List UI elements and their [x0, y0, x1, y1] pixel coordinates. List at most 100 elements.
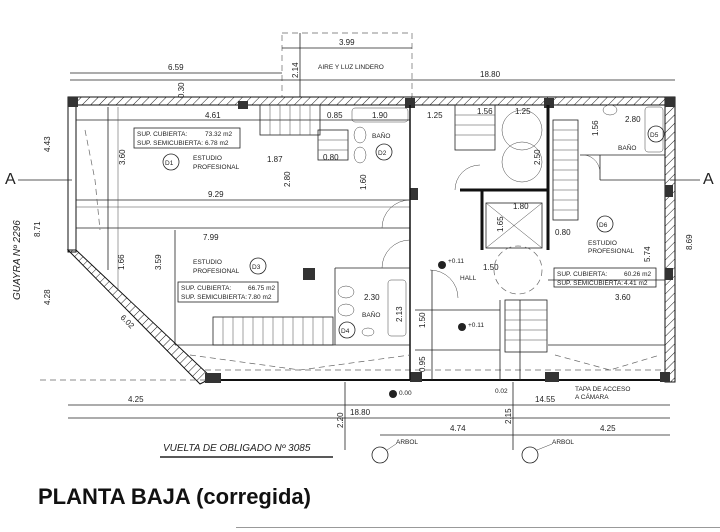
unit-id: D4 — [341, 328, 350, 335]
dim-label: 1.60 — [359, 174, 368, 190]
dim-label: 1.65 — [496, 216, 505, 232]
dim-label: 14.55 — [535, 395, 556, 404]
tree-label: ARBOL — [552, 439, 574, 446]
unit-d5: D5 BAÑO — [618, 125, 665, 152]
hall: HALL +0.11 +0.11 0.00 0.02 TAPA DE ACCES… — [389, 258, 630, 401]
area-semicovered-value: 6.78 m2 — [205, 140, 229, 147]
access-label: TAPA DE ACCESO — [575, 386, 630, 393]
area-semicovered-label: SUP. SEMICUBIERTA: — [181, 294, 247, 301]
level-label: 0.00 — [399, 390, 412, 397]
dim-label: 7.99 — [203, 233, 219, 242]
tree-label: ARBOL — [396, 439, 418, 446]
tree-icon — [521, 446, 539, 464]
tree-icon — [371, 446, 389, 464]
dim-label: 4.25 — [600, 424, 616, 433]
top-dimensions: 3.99 2.14 6.59 0.30 18.80 — [70, 33, 675, 98]
dim-label: 2.80 — [625, 115, 641, 124]
access-label: A CÁMARA — [575, 392, 609, 401]
area-covered-value: 73.32 m2 — [205, 131, 232, 138]
area-covered-label: SUP. CUBIERTA: — [137, 131, 187, 138]
section-marker-right: A — [703, 171, 714, 188]
dim-label: 3.59 — [154, 254, 163, 270]
dim-label: 4.43 — [43, 136, 52, 152]
dim-label: 1.25 — [427, 111, 443, 120]
room-label: ESTUDIO — [193, 155, 222, 162]
unit-id: D1 — [165, 160, 174, 167]
section-marker-left: A — [5, 171, 16, 188]
room-label: BAÑO — [618, 143, 636, 152]
interior-walls — [76, 105, 665, 380]
unit-id: D5 — [650, 132, 659, 139]
area-semicovered-label: SUP. SEMICUBIERTA: — [557, 280, 623, 287]
dim-label: 6.59 — [168, 63, 184, 72]
dim-label: 1.56 — [477, 107, 493, 116]
area-semicovered-value: 7.80 m2 — [248, 294, 272, 301]
dim-label: 2.14 — [291, 62, 300, 78]
area-covered-value: 60.26 m2 — [624, 271, 651, 278]
unit-id: D2 — [378, 150, 387, 157]
dim-label: 2.15 — [504, 408, 513, 424]
level-marker-icon — [389, 390, 397, 398]
doors — [381, 154, 601, 299]
side-street-name: GUAYRA Nº 2296 — [12, 220, 23, 300]
dim-label: 1.56 — [591, 120, 600, 136]
dim-label: 0.95 — [418, 356, 427, 372]
semicovered-zones — [84, 129, 661, 371]
dim-label: 0.80 — [323, 153, 339, 162]
tree-marker: ARBOL — [521, 439, 574, 464]
plan-title: PLANTA BAJA (corregida) — [38, 484, 311, 509]
dim-label: 9.29 — [208, 190, 224, 199]
dim-label: 2.50 — [533, 149, 542, 165]
dim-label: 2.80 — [283, 171, 292, 187]
dim-label: 1.87 — [267, 155, 283, 164]
level-label: +0.11 — [448, 258, 464, 265]
bottom-dimensions: 4.25 18.80 14.55 2.20 2.15 4.74 4.25 — [68, 382, 670, 450]
room-label: BAÑO — [362, 310, 380, 319]
dim-label: 8.69 — [685, 234, 694, 250]
area-covered-label: SUP. CUBIERTA: — [181, 285, 231, 292]
area-covered-label: SUP. CUBIERTA: — [557, 271, 607, 278]
dim-label: 2.20 — [336, 412, 345, 428]
room-label: BAÑO — [372, 131, 390, 140]
dim-label: 0.80 — [555, 228, 571, 237]
room-label: PROFESIONAL — [193, 268, 240, 275]
neighbor-label: AIRE Y LUZ LINDERO — [318, 64, 384, 71]
level-label: +0.11 — [468, 322, 484, 329]
interior-dimensions: 4.61 0.85 1.90 1.25 1.56 1.25 2.80 1.56 … — [33, 107, 694, 372]
unit-d6: D6 ESTUDIO PROFESIONAL SUP. CUBIERTA: 60… — [553, 215, 657, 288]
dim-label: 1.66 — [117, 254, 126, 270]
dim-label: 18.80 — [480, 70, 501, 79]
tree-marker: ARBOL — [371, 439, 418, 464]
dim-label: 1.80 — [513, 202, 529, 211]
area-semicovered-value: 4.41 m2 — [624, 280, 648, 287]
room-label: PROFESIONAL — [193, 164, 240, 171]
unit-id: D3 — [252, 264, 261, 271]
dim-label: 4.25 — [128, 395, 144, 404]
front-street-name: VUELTA DE OBLIGADO Nº 3085 — [163, 443, 311, 454]
dim-label: 0.85 — [327, 111, 343, 120]
level-marker-icon — [438, 261, 446, 269]
dim-label: 3.60 — [615, 293, 631, 302]
dim-label: 3.99 — [339, 38, 355, 47]
outer-walls — [40, 96, 676, 385]
level-marker-icon — [458, 323, 466, 331]
dim-label: 4.28 — [43, 289, 52, 305]
unit-d1: SUP. CUBIERTA: 73.32 m2 SUP. SEMICUBIERT… — [133, 127, 241, 171]
dim-label: 18.80 — [350, 408, 371, 417]
level-label: 0.02 — [495, 388, 508, 395]
room-label: ESTUDIO — [193, 259, 222, 266]
area-covered-value: 66.75 m2 — [248, 285, 275, 292]
unit-d4: BAÑO D4 — [338, 310, 380, 339]
neighbor-light-well: AIRE Y LUZ LINDERO — [281, 32, 413, 98]
dim-label: 1.90 — [372, 111, 388, 120]
dim-label: 5.74 — [643, 246, 652, 262]
room-label: HALL — [460, 275, 477, 282]
room-label: ESTUDIO — [588, 240, 617, 247]
dim-label: 1.50 — [483, 263, 499, 272]
section-markers: A A — [5, 171, 714, 188]
dim-label: 1.25 — [515, 107, 531, 116]
room-label: PROFESIONAL — [588, 248, 635, 255]
dim-label: 4.61 — [205, 111, 221, 120]
dim-label: 2.30 — [364, 293, 380, 302]
